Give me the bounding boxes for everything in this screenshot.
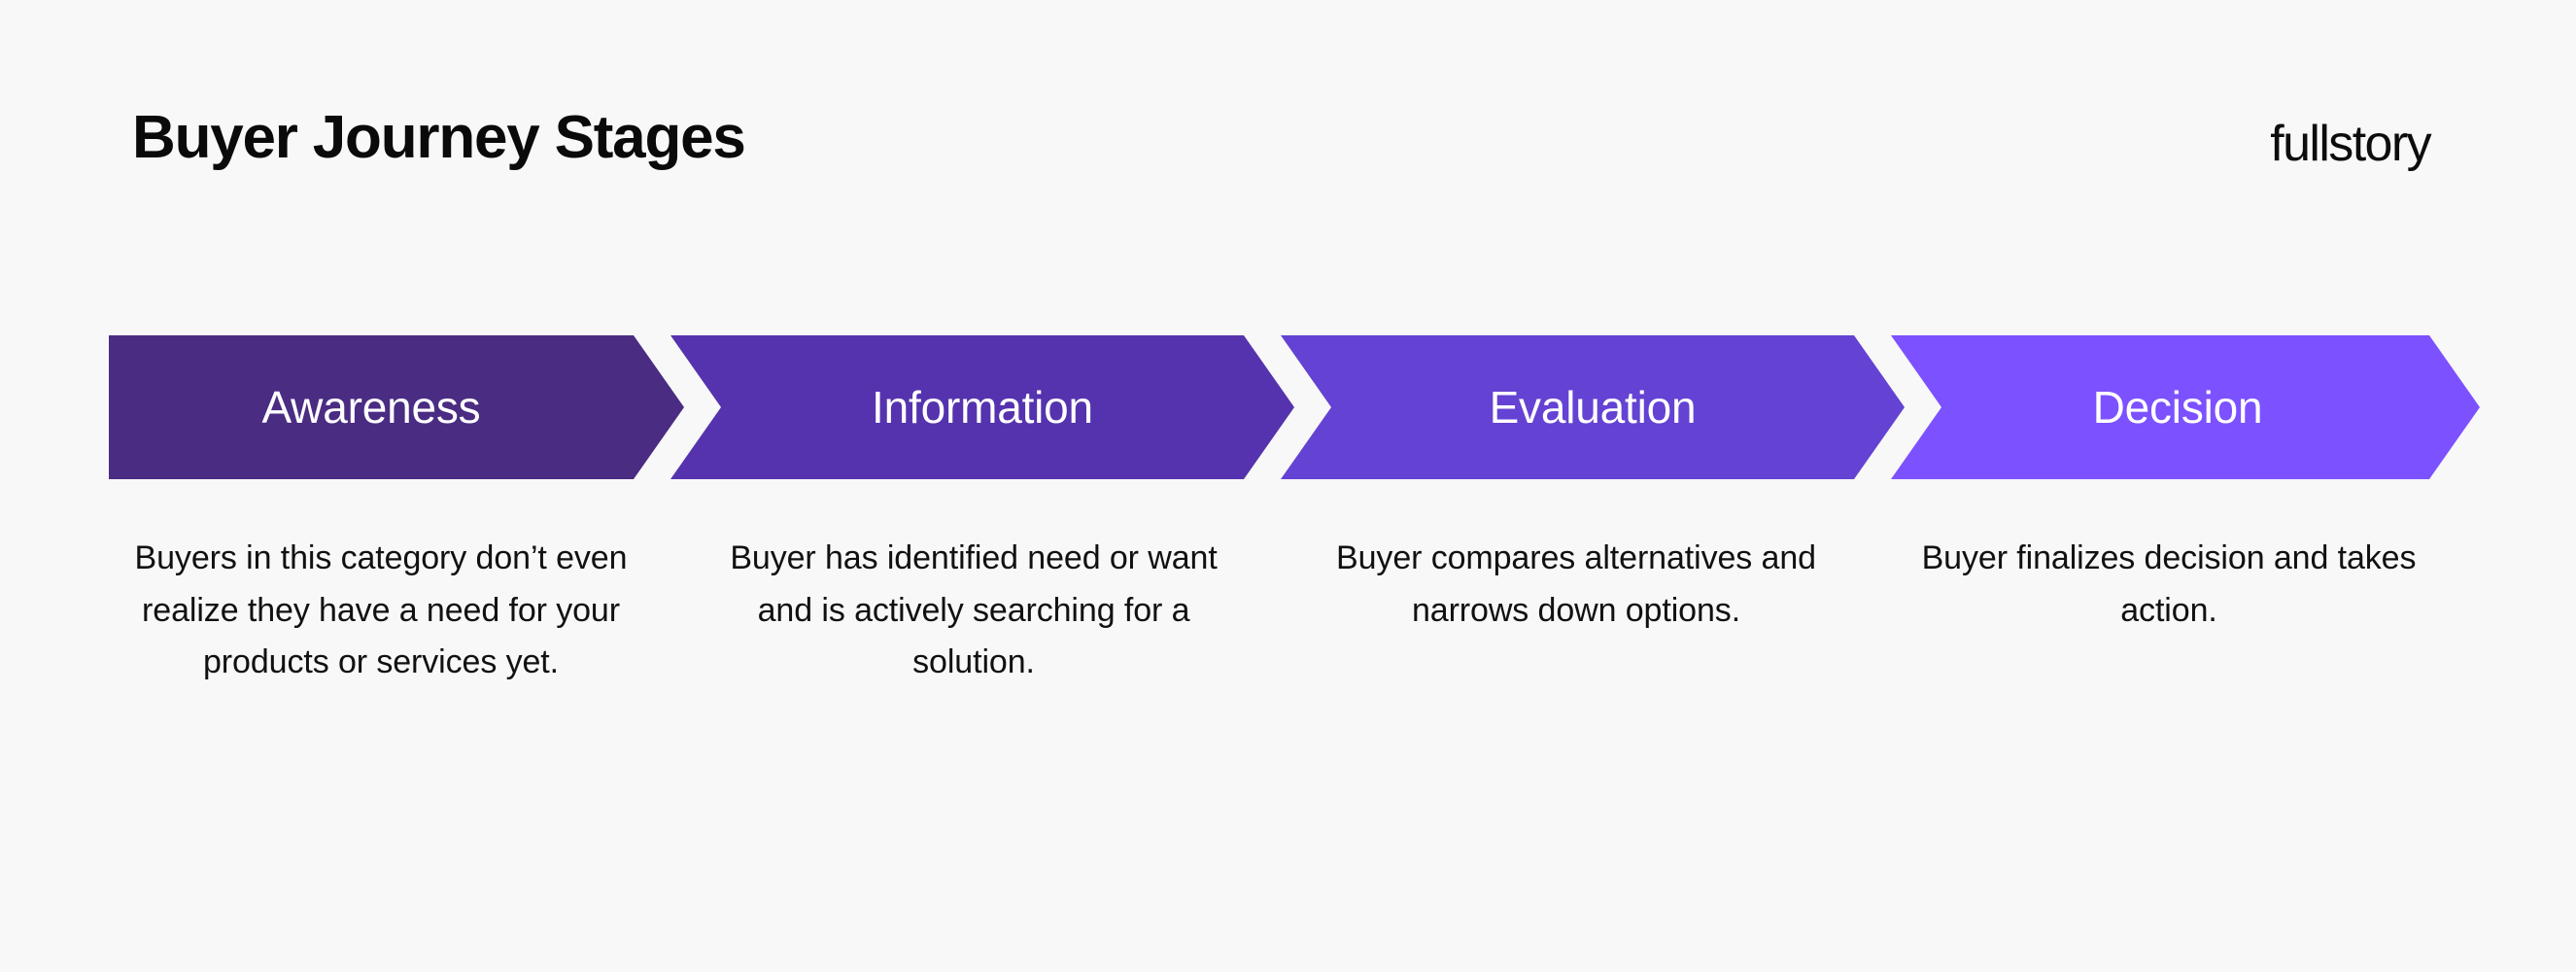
funnel-stage-label: Information <box>872 382 1093 433</box>
stage-captions: Buyers in this category don’t even reali… <box>109 533 2480 776</box>
funnel-stage-information[interactable]: Information <box>670 335 1294 479</box>
funnel-stage-awareness[interactable]: Awareness <box>109 335 684 479</box>
funnel-stage-label: Decision <box>2092 382 2263 433</box>
buyer-journey-funnel: Awareness Information Evaluation Decisio… <box>109 335 2480 479</box>
page-title: Buyer Journey Stages <box>132 104 746 171</box>
funnel-stage-decision[interactable]: Decision <box>1891 335 2480 479</box>
stage-caption-decision: Buyer finalizes decision and takes actio… <box>1921 539 2417 629</box>
stage-caption-awareness: Buyers in this category don’t even reali… <box>134 539 628 681</box>
stage-caption-evaluation: Buyer compares alternatives and narrows … <box>1336 539 1816 629</box>
fullstory-logo: fullstory <box>2270 116 2431 172</box>
page-header: Buyer Journey Stages fullstory <box>0 0 2576 224</box>
funnel-stage-label: Awareness <box>261 382 481 433</box>
funnel-stage-label: Evaluation <box>1489 382 1697 433</box>
stage-caption-information: Buyer has identified need or want and is… <box>730 539 1218 681</box>
funnel-stage-evaluation[interactable]: Evaluation <box>1281 335 1905 479</box>
